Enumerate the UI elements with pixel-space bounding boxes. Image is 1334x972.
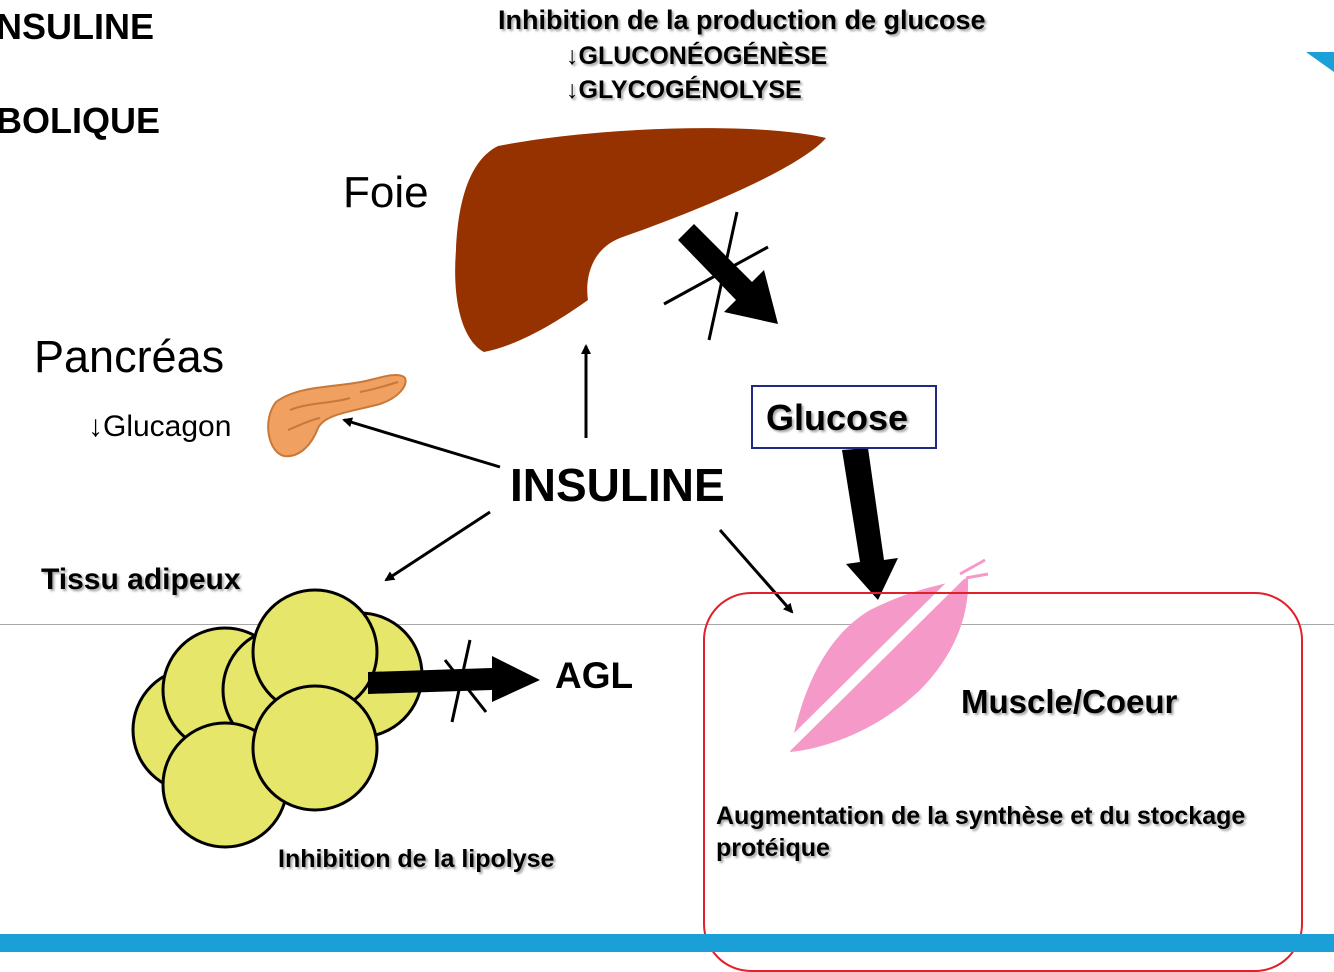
liver-icon (455, 128, 826, 352)
lipolysis-effect-text: Inhibition de la lipolyse (278, 845, 555, 873)
fat-cells-icon (131, 588, 424, 849)
muscle-icon (782, 558, 989, 752)
pancreas-icon (267, 373, 407, 458)
blocked-agl-arrow-icon (368, 639, 540, 723)
muscle-effect-text: Augmentation de la synthèse et du stocka… (716, 802, 1246, 862)
corner-triangle-icon (1306, 52, 1334, 72)
arrow-to-muscle (718, 529, 794, 614)
footer-bar (0, 934, 1334, 952)
glucose-box (751, 385, 937, 449)
blocked-arrow-icon (663, 211, 778, 341)
adipose-label: Tissu adipeux (41, 563, 241, 596)
agl-label: AGL (555, 655, 634, 696)
liver-effect-glycogenolysis: ↓GLYCOGÉNOLYSE (566, 76, 802, 104)
pancreas-label: Pancréas (34, 331, 225, 382)
slide-title-line1: NSULINE (0, 6, 155, 47)
slide-title-line2: BOLIQUE (0, 100, 161, 141)
liver-effect-gluconeogenesis: ↓GLUCONÉOGÉNÈSE (566, 42, 828, 70)
liver-label: Foie (343, 168, 429, 217)
liver-effect-header: Inhibition de la production de glucose (498, 5, 986, 35)
arrow-to-pancreas (342, 417, 501, 469)
muscle-label: Muscle/Coeur (961, 683, 1178, 720)
glucose-label: Glucose (766, 397, 909, 438)
muscle-effect-box (703, 592, 1303, 972)
arrow-to-adipose (384, 510, 491, 582)
divider-line (0, 624, 1334, 625)
glucose-to-muscle-arrow (842, 448, 898, 600)
diagram-graphics (131, 128, 989, 849)
insulin-center-label: INSULINE (510, 459, 725, 511)
glucagon-effect: ↓Glucagon (88, 410, 232, 443)
